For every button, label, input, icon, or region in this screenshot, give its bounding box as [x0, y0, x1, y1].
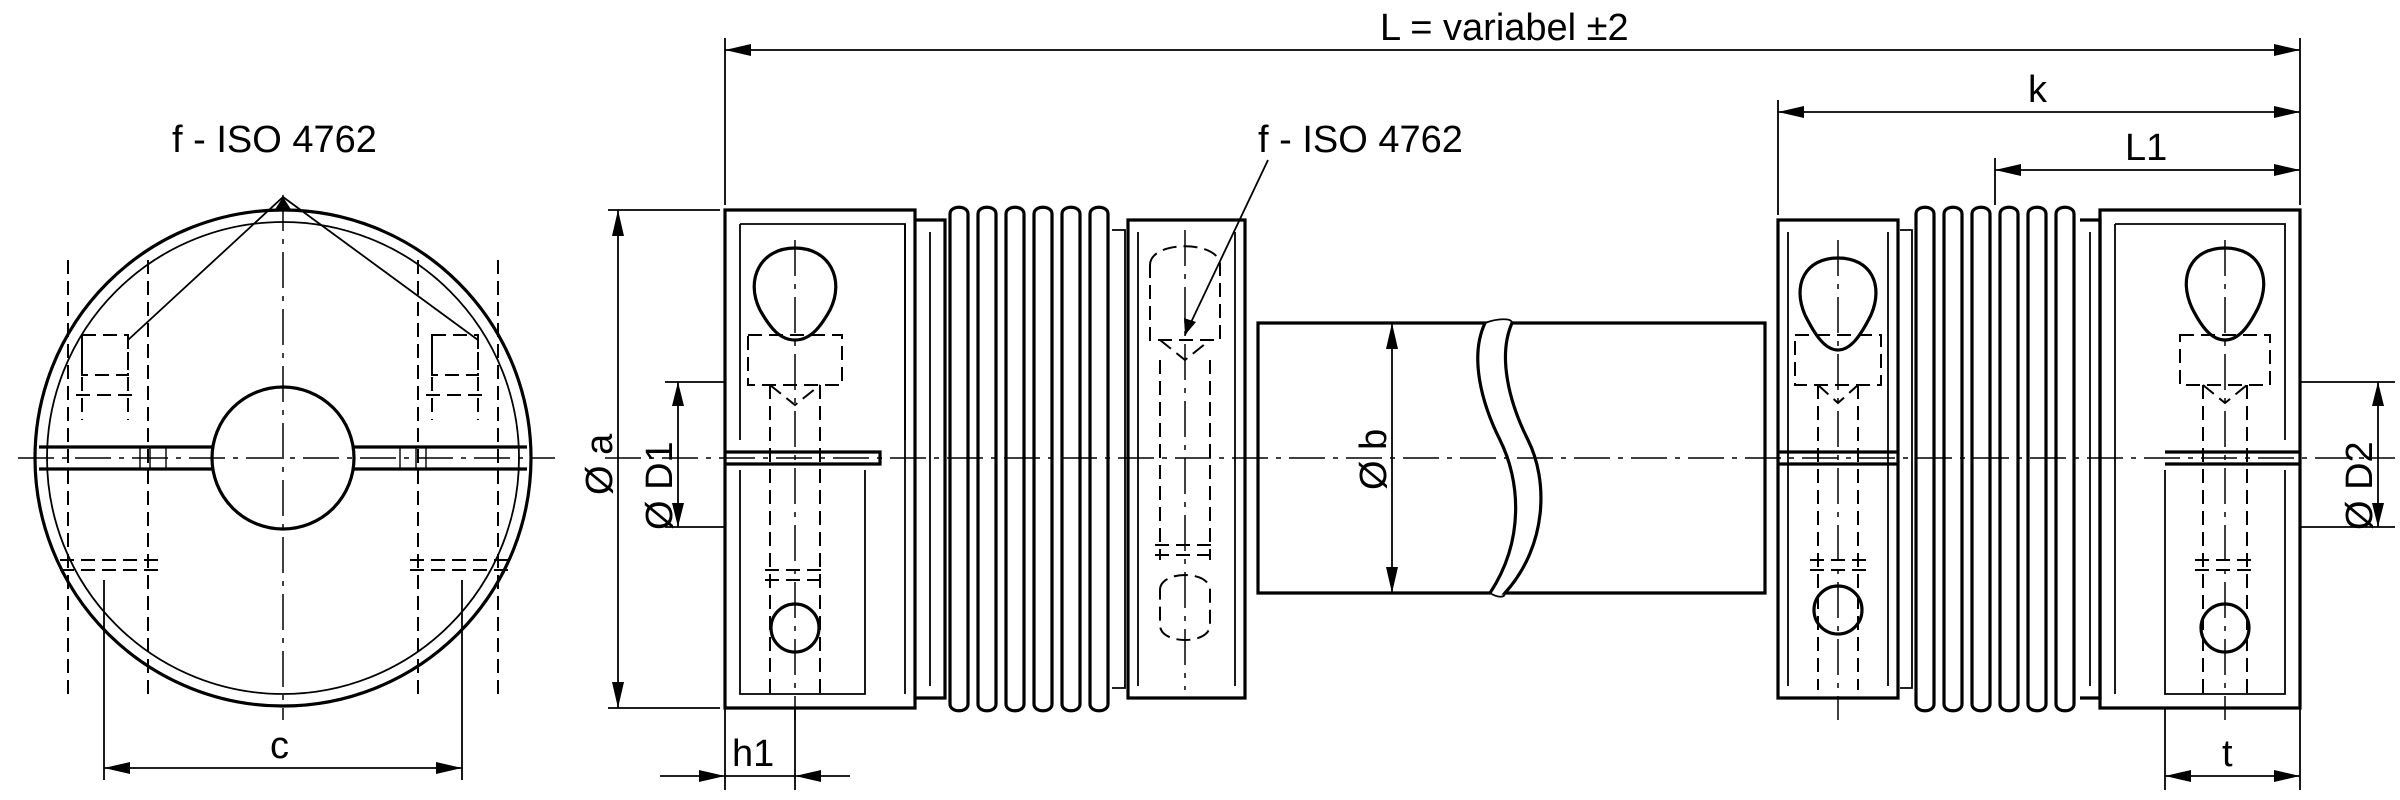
clamp-slot — [39, 445, 527, 471]
screw-access-hole-right-lower — [1812, 584, 1864, 636]
label-a: Ø a — [579, 433, 621, 495]
bellows-left — [915, 205, 1126, 713]
label-screw-side-view: f - ISO 4762 — [1258, 119, 1463, 161]
label-t: t — [2222, 733, 2233, 775]
screw-access-hole-end-upper — [2184, 246, 2266, 342]
label-L1: L1 — [2125, 127, 2167, 169]
label-L: L = variabel ±2 — [1380, 7, 1629, 49]
dimension-L1 — [1994, 158, 2300, 205]
right-clamp-hub — [2098, 208, 2302, 720]
dimension-L — [724, 38, 2301, 205]
end-view-screw-left — [60, 260, 160, 700]
screw-access-hole-lower — [769, 602, 821, 654]
middle-hub — [1126, 218, 1247, 700]
end-view-screw-right — [410, 260, 510, 700]
dimension-D2 — [2300, 381, 2395, 528]
intermediate-shaft — [1256, 318, 1767, 598]
screw-access-hole-end-lower — [2199, 602, 2251, 654]
dimension-b — [1386, 323, 1398, 593]
dimension-h1 — [660, 708, 850, 790]
label-c: c — [270, 725, 289, 767]
leader-screw-end-view — [127, 196, 479, 341]
label-b: Ø b — [1353, 429, 1395, 490]
dimension-a — [608, 209, 720, 709]
dimension-k — [1777, 100, 2300, 215]
dimension-c — [103, 580, 463, 780]
leader-screw-side-view — [1184, 159, 1269, 336]
dimension-D1 — [665, 381, 725, 528]
screw-access-hole-right-upper — [1798, 256, 1878, 352]
side-view: L = variabel ±2 k L1 f - ISO 4762 — [579, 7, 2395, 790]
end-view: c f - ISO 4762 — [18, 119, 555, 780]
label-D1: Ø D1 — [639, 441, 681, 530]
dimension-t — [2164, 708, 2301, 790]
label-h1: h1 — [732, 733, 774, 775]
screw-access-hole-upper — [752, 246, 838, 342]
right-hub-inner — [1776, 218, 1900, 720]
label-screw-end-view: f - ISO 4762 — [172, 119, 377, 161]
left-clamp-hub — [723, 208, 917, 720]
bellows-right — [1900, 205, 2102, 713]
label-k: k — [2028, 69, 2048, 111]
label-D2: Ø D2 — [2339, 441, 2381, 530]
